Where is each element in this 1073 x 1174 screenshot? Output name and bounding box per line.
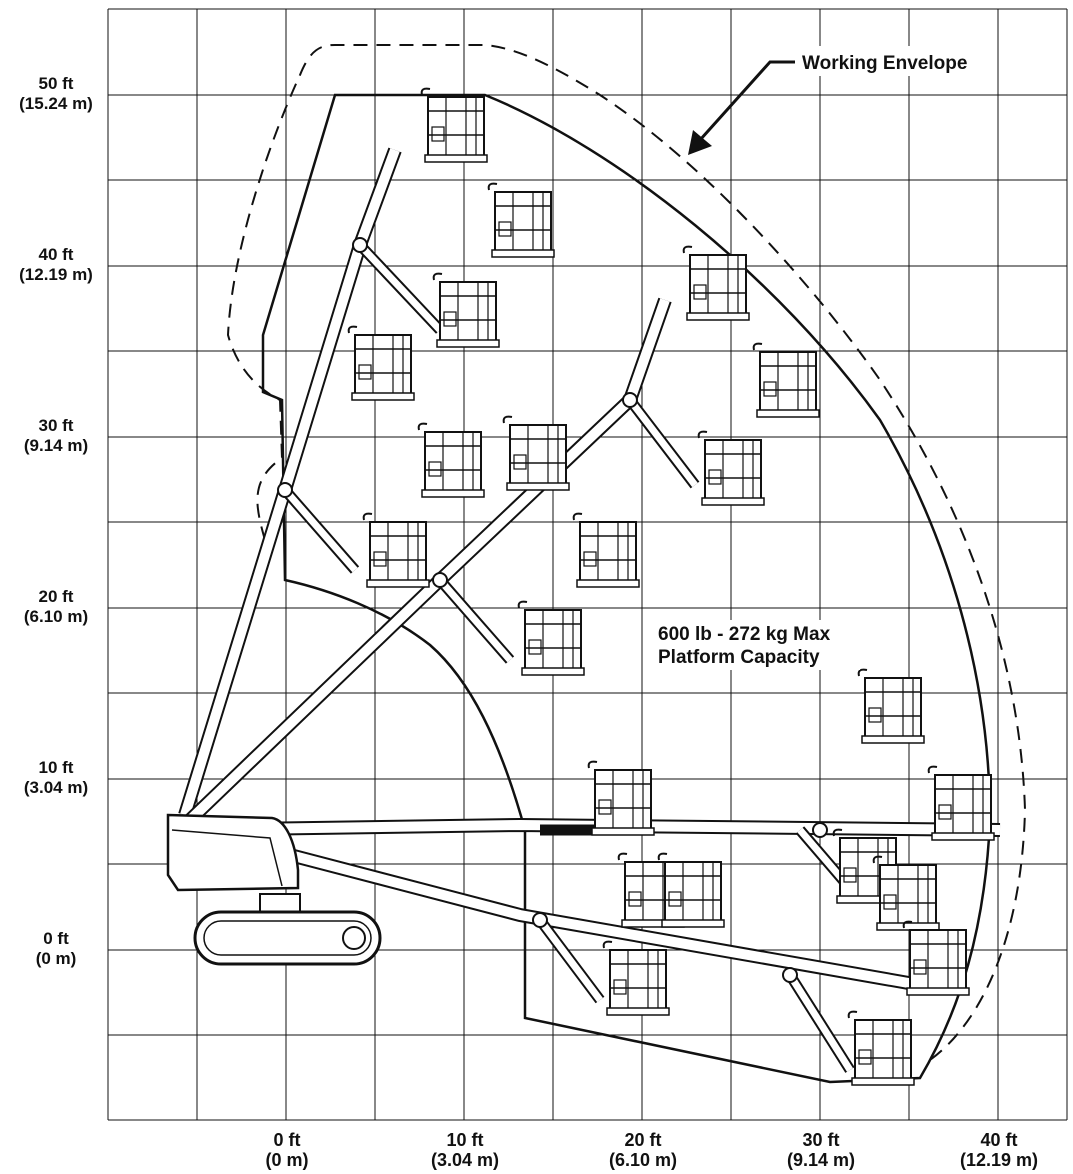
y-tick-label-m: (3.04 m) xyxy=(24,778,88,797)
y-tick-label-ft: 10 ft xyxy=(39,758,74,777)
x-axis: 0 ft (0 m) 10 ft (3.04 m) 20 ft (6.10 m)… xyxy=(265,1130,1038,1170)
y-tick-label-m: (15.24 m) xyxy=(19,94,93,113)
x-tick-label-ft: 40 ft xyxy=(980,1130,1017,1150)
x-tick-label-ft: 0 ft xyxy=(274,1130,301,1150)
y-tick-label-ft: 20 ft xyxy=(39,587,74,606)
x-tick-label-ft: 10 ft xyxy=(446,1130,483,1150)
x-tick-label-m: (9.14 m) xyxy=(787,1150,855,1170)
boom-assemblies xyxy=(174,147,1001,1073)
x-tick-label-m: (12.19 m) xyxy=(960,1150,1038,1170)
capacity-label-backdrop xyxy=(654,620,860,670)
y-tick-label-ft: 50 ft xyxy=(39,74,74,93)
x-tick-label-ft: 20 ft xyxy=(624,1130,661,1150)
y-tick-label-m: (9.14 m) xyxy=(24,436,88,455)
working-envelope-dashed-line xyxy=(226,44,1027,1061)
y-tick-label-m: (12.19 m) xyxy=(19,265,93,284)
y-tick-label-ft: 40 ft xyxy=(39,245,74,264)
machine-base xyxy=(166,813,382,966)
callout-arrow xyxy=(688,60,795,155)
y-tick-label-m: (6.10 m) xyxy=(24,607,88,626)
y-tick-label-m: (0 m) xyxy=(36,949,77,968)
reach-envelope-outline xyxy=(261,93,992,1084)
x-tick-label-m: (6.10 m) xyxy=(609,1150,677,1170)
x-tick-label-ft: 30 ft xyxy=(802,1130,839,1150)
working-envelope-label: Working Envelope xyxy=(802,53,967,74)
capacity-label-line-2: Platform Capacity xyxy=(658,647,820,668)
x-tick-label-m: (0 m) xyxy=(265,1150,308,1170)
y-tick-label-ft: 0 ft xyxy=(43,929,69,948)
callout-label-backdrop xyxy=(798,46,978,76)
capacity-label-line-1: 600 lb - 272 kg Max xyxy=(658,624,831,645)
y-axis: 50 ft (15.24 m) 40 ft (12.19 m) 30 ft (9… xyxy=(19,74,93,968)
x-tick-label-m: (3.04 m) xyxy=(431,1150,499,1170)
y-tick-label-ft: 30 ft xyxy=(39,416,74,435)
